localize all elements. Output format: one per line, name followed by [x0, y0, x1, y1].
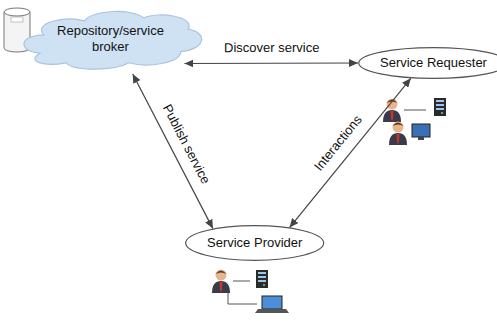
node-label: Service Provider: [207, 235, 302, 251]
node-label: Service Requester: [380, 55, 487, 71]
service-ellipse: Service Provider: [185, 225, 324, 261]
connector-arrow: [185, 62, 359, 64]
service-ellipse: Service Requester: [358, 47, 497, 79]
edge-label: Discover service: [221, 41, 320, 56]
node-label: Repository/service broker: [48, 23, 173, 54]
connector-arrow: [133, 74, 213, 229]
connector-arrow: [290, 78, 411, 227]
requester-icons: [383, 98, 446, 145]
broker-cloud: Repository/service broker: [18, 4, 203, 74]
provider-icons: [212, 270, 289, 314]
